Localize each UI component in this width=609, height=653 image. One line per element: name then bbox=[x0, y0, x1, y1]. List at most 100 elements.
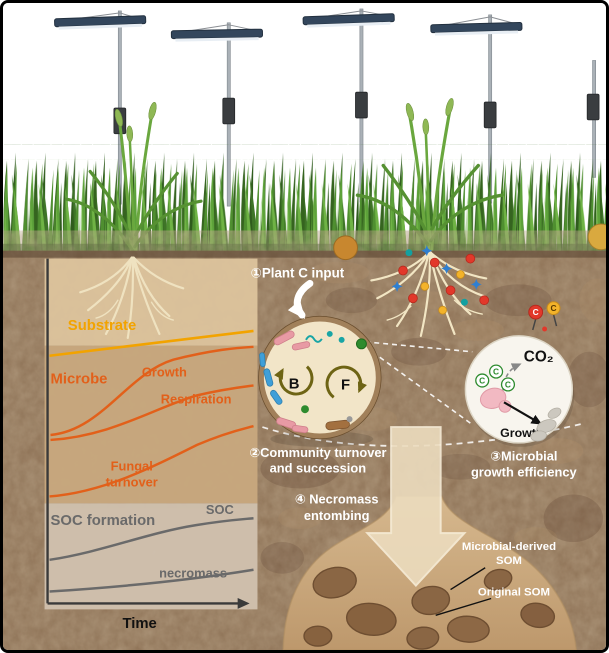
som-annotations: Microbial-derived SOM Original SOM bbox=[435, 541, 556, 616]
light-fixture bbox=[302, 13, 395, 28]
grow-light-rig bbox=[302, 8, 395, 203]
fungi-label: F bbox=[341, 377, 350, 393]
carbon-letter: C bbox=[550, 303, 556, 313]
microbial-som-pointer bbox=[450, 567, 486, 591]
respiration-label: Respiration bbox=[161, 391, 232, 406]
microbe-dot-teal bbox=[338, 336, 345, 343]
carbon-letter: C bbox=[479, 375, 485, 385]
step4-label-line1: ④ Necromass bbox=[295, 491, 379, 506]
som-blob bbox=[520, 602, 556, 629]
molecule-stars-blue bbox=[391, 245, 482, 292]
soc-label: SOC bbox=[206, 502, 234, 517]
som-blob bbox=[446, 615, 490, 643]
magnifier-lines bbox=[364, 341, 473, 424]
soc-curve bbox=[49, 516, 254, 562]
dish-body bbox=[258, 316, 381, 439]
root-exudate-molecules bbox=[391, 245, 490, 315]
fungal-label-line2: turnover bbox=[106, 475, 158, 490]
carbon-letter: C bbox=[505, 379, 511, 389]
carbon-letter: C bbox=[493, 367, 499, 377]
carbon-ball-yellow bbox=[546, 301, 561, 316]
step3-label-line1: ③Microbial bbox=[490, 449, 557, 464]
carbon-molecules-icon: C C bbox=[528, 301, 561, 332]
som-blob bbox=[345, 602, 397, 636]
bacteria-rod-blue bbox=[270, 389, 283, 405]
bacteria-rod-pink bbox=[273, 330, 295, 346]
carbon-substrate-circles: C C C bbox=[475, 364, 516, 392]
carbon-dot-small bbox=[542, 326, 548, 332]
community-dish: B F bbox=[258, 315, 382, 447]
rig-controller-box bbox=[355, 91, 368, 119]
chart-panel bbox=[44, 258, 258, 610]
microbe-cells bbox=[259, 330, 367, 434]
original-som-label: Original SOM bbox=[478, 587, 550, 599]
time-label: Time bbox=[122, 616, 156, 632]
co2-label: CO₂ bbox=[524, 349, 554, 366]
bacteria-rod-blue bbox=[263, 368, 274, 387]
fungal-label-line1: Fungal bbox=[111, 459, 153, 474]
carbon-letter: C bbox=[533, 307, 539, 317]
original-som-pointer bbox=[435, 597, 492, 616]
step2-label-line1: ②Community turnover bbox=[249, 445, 386, 460]
microbe-filament-teal bbox=[305, 335, 323, 343]
fungi-cycle-arrow bbox=[325, 365, 368, 399]
wheat-plant-left bbox=[64, 102, 203, 259]
wheat-heads bbox=[405, 98, 454, 136]
soil-clod bbox=[587, 223, 606, 251]
bacteria-rod-pink bbox=[291, 424, 309, 434]
som-blob bbox=[303, 625, 333, 647]
bacteria-label: B bbox=[289, 376, 300, 392]
som-blob bbox=[483, 568, 513, 591]
carbon-ball-red bbox=[528, 304, 544, 320]
root-system-left bbox=[79, 256, 185, 339]
efficiency-circle-body bbox=[464, 335, 574, 444]
necromass-entombing-arrow bbox=[365, 426, 467, 588]
step4-label-line2: entombing bbox=[304, 508, 370, 523]
carbon-dots-yellow bbox=[420, 270, 465, 315]
bacteria-cycle-arrow bbox=[274, 365, 314, 396]
grass-field bbox=[3, 144, 606, 254]
fungal-rod-brown bbox=[325, 419, 350, 431]
chart-labels: Substrate Microbe Growth Respiration Fun… bbox=[51, 318, 234, 632]
wheat-plant-right bbox=[355, 98, 504, 253]
bacteria-rod-pink bbox=[291, 341, 311, 351]
som-blob bbox=[406, 626, 440, 650]
molecule-dots-teal bbox=[405, 249, 468, 306]
grow-light-rig bbox=[170, 22, 264, 207]
microbial-som-label-line1: Microbial-derived bbox=[462, 541, 556, 553]
process-flow-dashed-arc bbox=[262, 422, 586, 447]
growth-curve bbox=[50, 345, 254, 437]
bacteria-rod-blue bbox=[259, 352, 266, 368]
step2-label-line2: and succession bbox=[270, 461, 367, 476]
growth-chart-label: Growth bbox=[142, 365, 187, 380]
light-fixture bbox=[430, 21, 523, 36]
som-blob bbox=[312, 566, 357, 599]
step1-label: ①Plant C input bbox=[251, 265, 345, 280]
carbon-dots-red bbox=[398, 253, 490, 306]
som-blobs bbox=[303, 566, 556, 650]
plant-c-input-arrow bbox=[287, 279, 314, 319]
chart-content bbox=[46, 258, 254, 609]
respiration-curve bbox=[50, 384, 254, 442]
necromass-label: necromass bbox=[159, 566, 227, 581]
step3-label-line2: growth efficiency bbox=[471, 465, 578, 480]
rig-controller-box bbox=[483, 101, 497, 129]
microbe-label: Microbe bbox=[51, 371, 108, 387]
light-fixture bbox=[54, 15, 147, 30]
soil-clod bbox=[333, 235, 358, 261]
figure-canvas: B F CO₂ C C C Growth C C bbox=[3, 3, 606, 650]
process-annotations: ①Plant C input ②Community turnover and s… bbox=[249, 265, 577, 523]
substrate-label: Substrate bbox=[68, 318, 136, 334]
substrate-curve bbox=[49, 329, 254, 358]
microbe-dot-gray bbox=[346, 416, 353, 423]
soc-formation-label: SOC formation bbox=[51, 513, 156, 529]
wheat-heads bbox=[114, 102, 157, 143]
microbe-dot-teal bbox=[326, 330, 333, 337]
light-fixture bbox=[170, 28, 264, 42]
vesicle-blobs bbox=[530, 407, 562, 442]
microbe-dot-green bbox=[301, 405, 309, 414]
soil-light-patches bbox=[278, 261, 606, 549]
necromass-curve bbox=[49, 568, 254, 593]
rig-controller-box bbox=[222, 97, 236, 125]
